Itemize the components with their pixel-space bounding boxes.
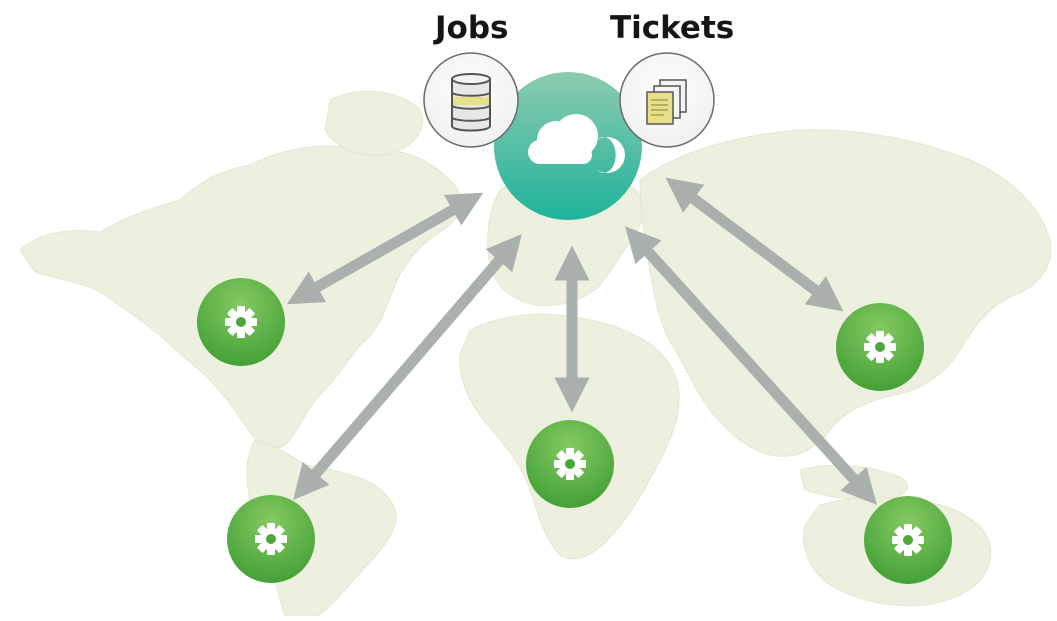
gear-icon	[864, 331, 896, 363]
arrow-south-america	[293, 233, 522, 501]
gear-icon	[892, 524, 924, 556]
tickets-documents-node	[619, 52, 715, 148]
arrow-australia	[624, 226, 878, 505]
documents-icon	[646, 79, 687, 125]
worker-east-asia	[836, 303, 924, 391]
database-icon	[451, 73, 491, 132]
gear-icon	[255, 523, 287, 555]
connection-arrows	[286, 177, 878, 505]
jobs-label: Jobs	[435, 10, 509, 46]
cloud-icon	[528, 114, 625, 173]
map-greenland	[324, 90, 423, 157]
gear-icon	[225, 306, 257, 338]
map-asia	[639, 129, 1052, 457]
cloud-hub	[494, 72, 642, 220]
worker-south-america	[227, 495, 315, 583]
worker-africa	[526, 420, 614, 508]
jobs-database-node	[423, 52, 519, 148]
tickets-label: Tickets	[610, 10, 735, 46]
worker-australia	[864, 496, 952, 584]
worker-north-america	[197, 278, 285, 366]
gear-icon	[554, 448, 586, 480]
